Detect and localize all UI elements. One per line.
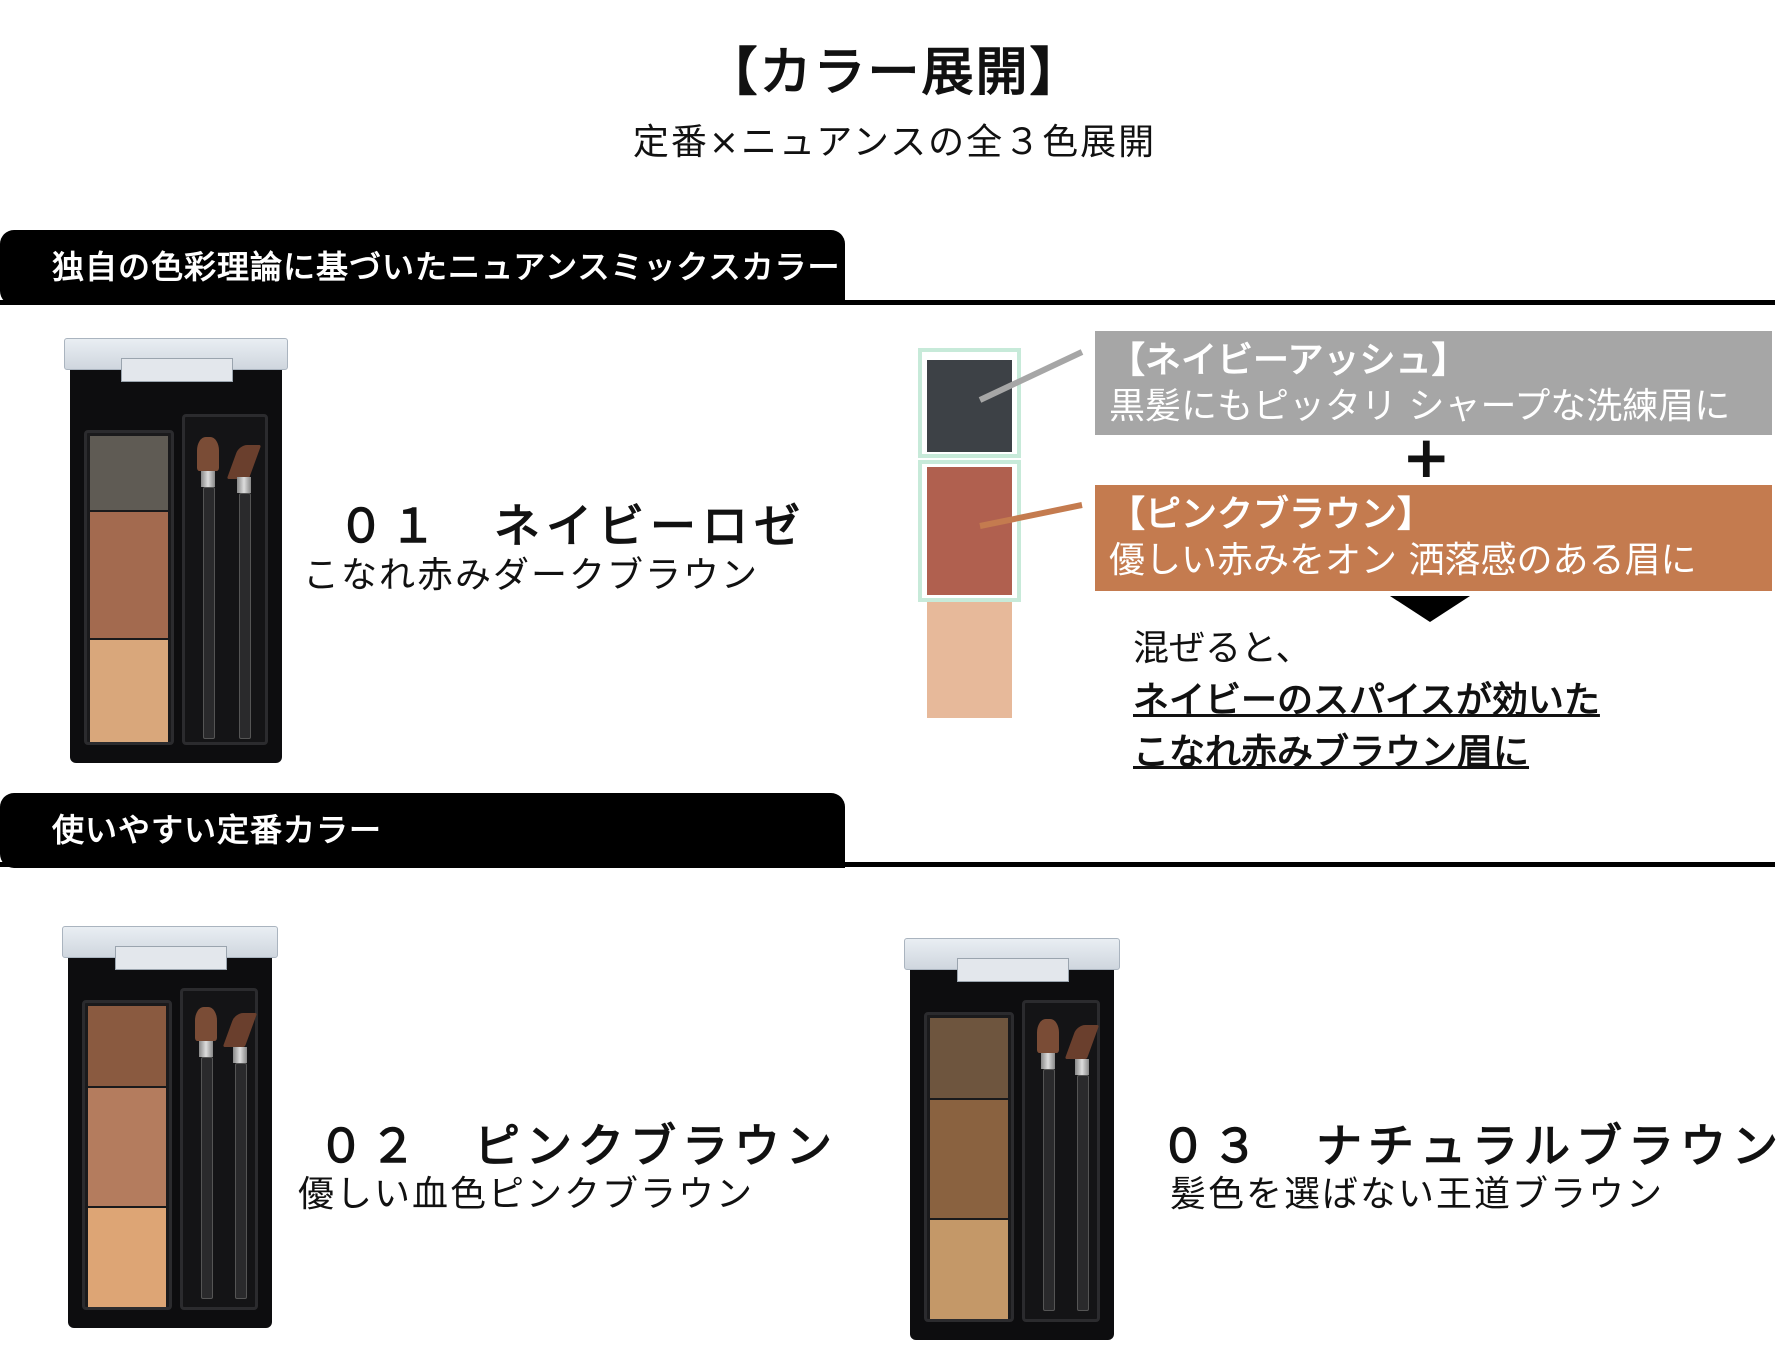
brush-ferrule	[201, 471, 215, 487]
palette-well	[924, 1012, 1014, 1322]
brush-handle	[235, 1063, 247, 1299]
brush-ferrule	[233, 1047, 247, 1063]
angled-brush-head	[222, 1013, 258, 1047]
brush-bay	[182, 414, 268, 745]
pan-bottom	[88, 1208, 166, 1307]
product-01-name: ０１ ネイビーロゼ	[338, 499, 806, 553]
mix-result-line-1: ネイビーのスパイスが効いた	[1133, 680, 1600, 721]
brush-handle	[1043, 1069, 1055, 1311]
angled-brush-head	[1064, 1025, 1100, 1059]
pan-top	[90, 436, 168, 510]
palette-clip	[957, 958, 1069, 982]
section-header-nuance: 独自の色彩理論に基づいたニュアンスミックスカラー	[0, 230, 845, 305]
section-header-standard: 使いやすい定番カラー	[0, 793, 845, 868]
page-title: 【カラー展開】	[705, 43, 1084, 103]
product-01-palette-image	[64, 338, 288, 763]
brush-ferrule	[199, 1041, 213, 1057]
pink-swatch-frame	[918, 460, 1021, 602]
brush-ferrule	[1041, 1053, 1055, 1069]
pink-brown-title: 【ピンクブラウン】	[1109, 494, 1434, 535]
palette-clip	[115, 946, 227, 970]
page-subtitle: 定番×ニュアンスの全３色展開	[632, 122, 1157, 163]
pan-middle	[930, 1100, 1008, 1218]
palette-well	[84, 430, 174, 745]
product-02-palette-image	[62, 926, 278, 1328]
brush-handle	[1077, 1075, 1089, 1311]
brush-bay	[1022, 1000, 1100, 1322]
product-01-description: こなれ赤みダークブラウン	[303, 555, 760, 596]
section-divider	[0, 862, 1775, 867]
brush-handle	[201, 1057, 213, 1299]
product-03-description: 髪色を選ばない王道ブラウン	[1170, 1174, 1665, 1215]
product-02-name: ０２ ピンクブラウン	[318, 1119, 838, 1173]
pan-top	[930, 1018, 1008, 1098]
pink-swatch	[927, 467, 1012, 595]
down-arrow-icon	[1390, 596, 1470, 622]
leader-lines	[978, 349, 1084, 529]
navy-leader-line	[978, 349, 1084, 403]
mix-result-line-2: こなれ赤みブラウン眉に	[1133, 732, 1530, 773]
angled-brush-head	[226, 445, 262, 479]
skin-swatch	[927, 600, 1012, 718]
palette-well	[82, 1000, 172, 1310]
product-03-name: ０３ ナチュラルブラウン	[1160, 1119, 1784, 1173]
mix-result-intro: 混ぜると、	[1133, 628, 1312, 669]
navy-swatch-frame	[918, 348, 1021, 458]
pan-bottom	[930, 1220, 1008, 1319]
navy-ash-label: 【ネイビーアッシュ】 黒髪にもピッタリ シャープな洗練眉に	[1095, 331, 1772, 435]
product-02-description: 優しい血色ピンクブラウン	[298, 1174, 755, 1215]
brush-ferrule	[1075, 1059, 1089, 1075]
mix-result: 混ぜると、 ネイビーのスパイスが効いた こなれ赤みブラウン眉に	[1133, 623, 1600, 779]
pink-leader-line	[979, 502, 1083, 529]
brush-head	[1037, 1019, 1059, 1053]
brush-handle	[239, 493, 251, 739]
pink-brown-label: 【ピンクブラウン】 優しい赤みをオン 洒落感のある眉に	[1095, 485, 1772, 591]
brush-handle	[203, 487, 215, 739]
pan-bottom	[90, 640, 168, 742]
brush-bay	[180, 988, 258, 1310]
brush-head	[195, 1007, 217, 1041]
brush-ferrule	[237, 477, 251, 493]
pink-brown-text: 優しい赤みをオン 洒落感のある眉に	[1109, 540, 1697, 581]
navy-ash-title: 【ネイビーアッシュ】	[1109, 340, 1468, 381]
brush-head	[197, 437, 219, 471]
navy-ash-text: 黒髪にもピッタリ シャープな洗練眉に	[1109, 386, 1731, 427]
pan-middle	[90, 512, 168, 638]
section-divider	[0, 300, 1775, 305]
product-03-palette-image	[904, 938, 1120, 1340]
pan-top	[88, 1006, 166, 1086]
pan-middle	[88, 1088, 166, 1206]
palette-clip	[121, 358, 233, 382]
navy-swatch	[927, 360, 1012, 452]
plus-sign: +	[1402, 423, 1451, 491]
